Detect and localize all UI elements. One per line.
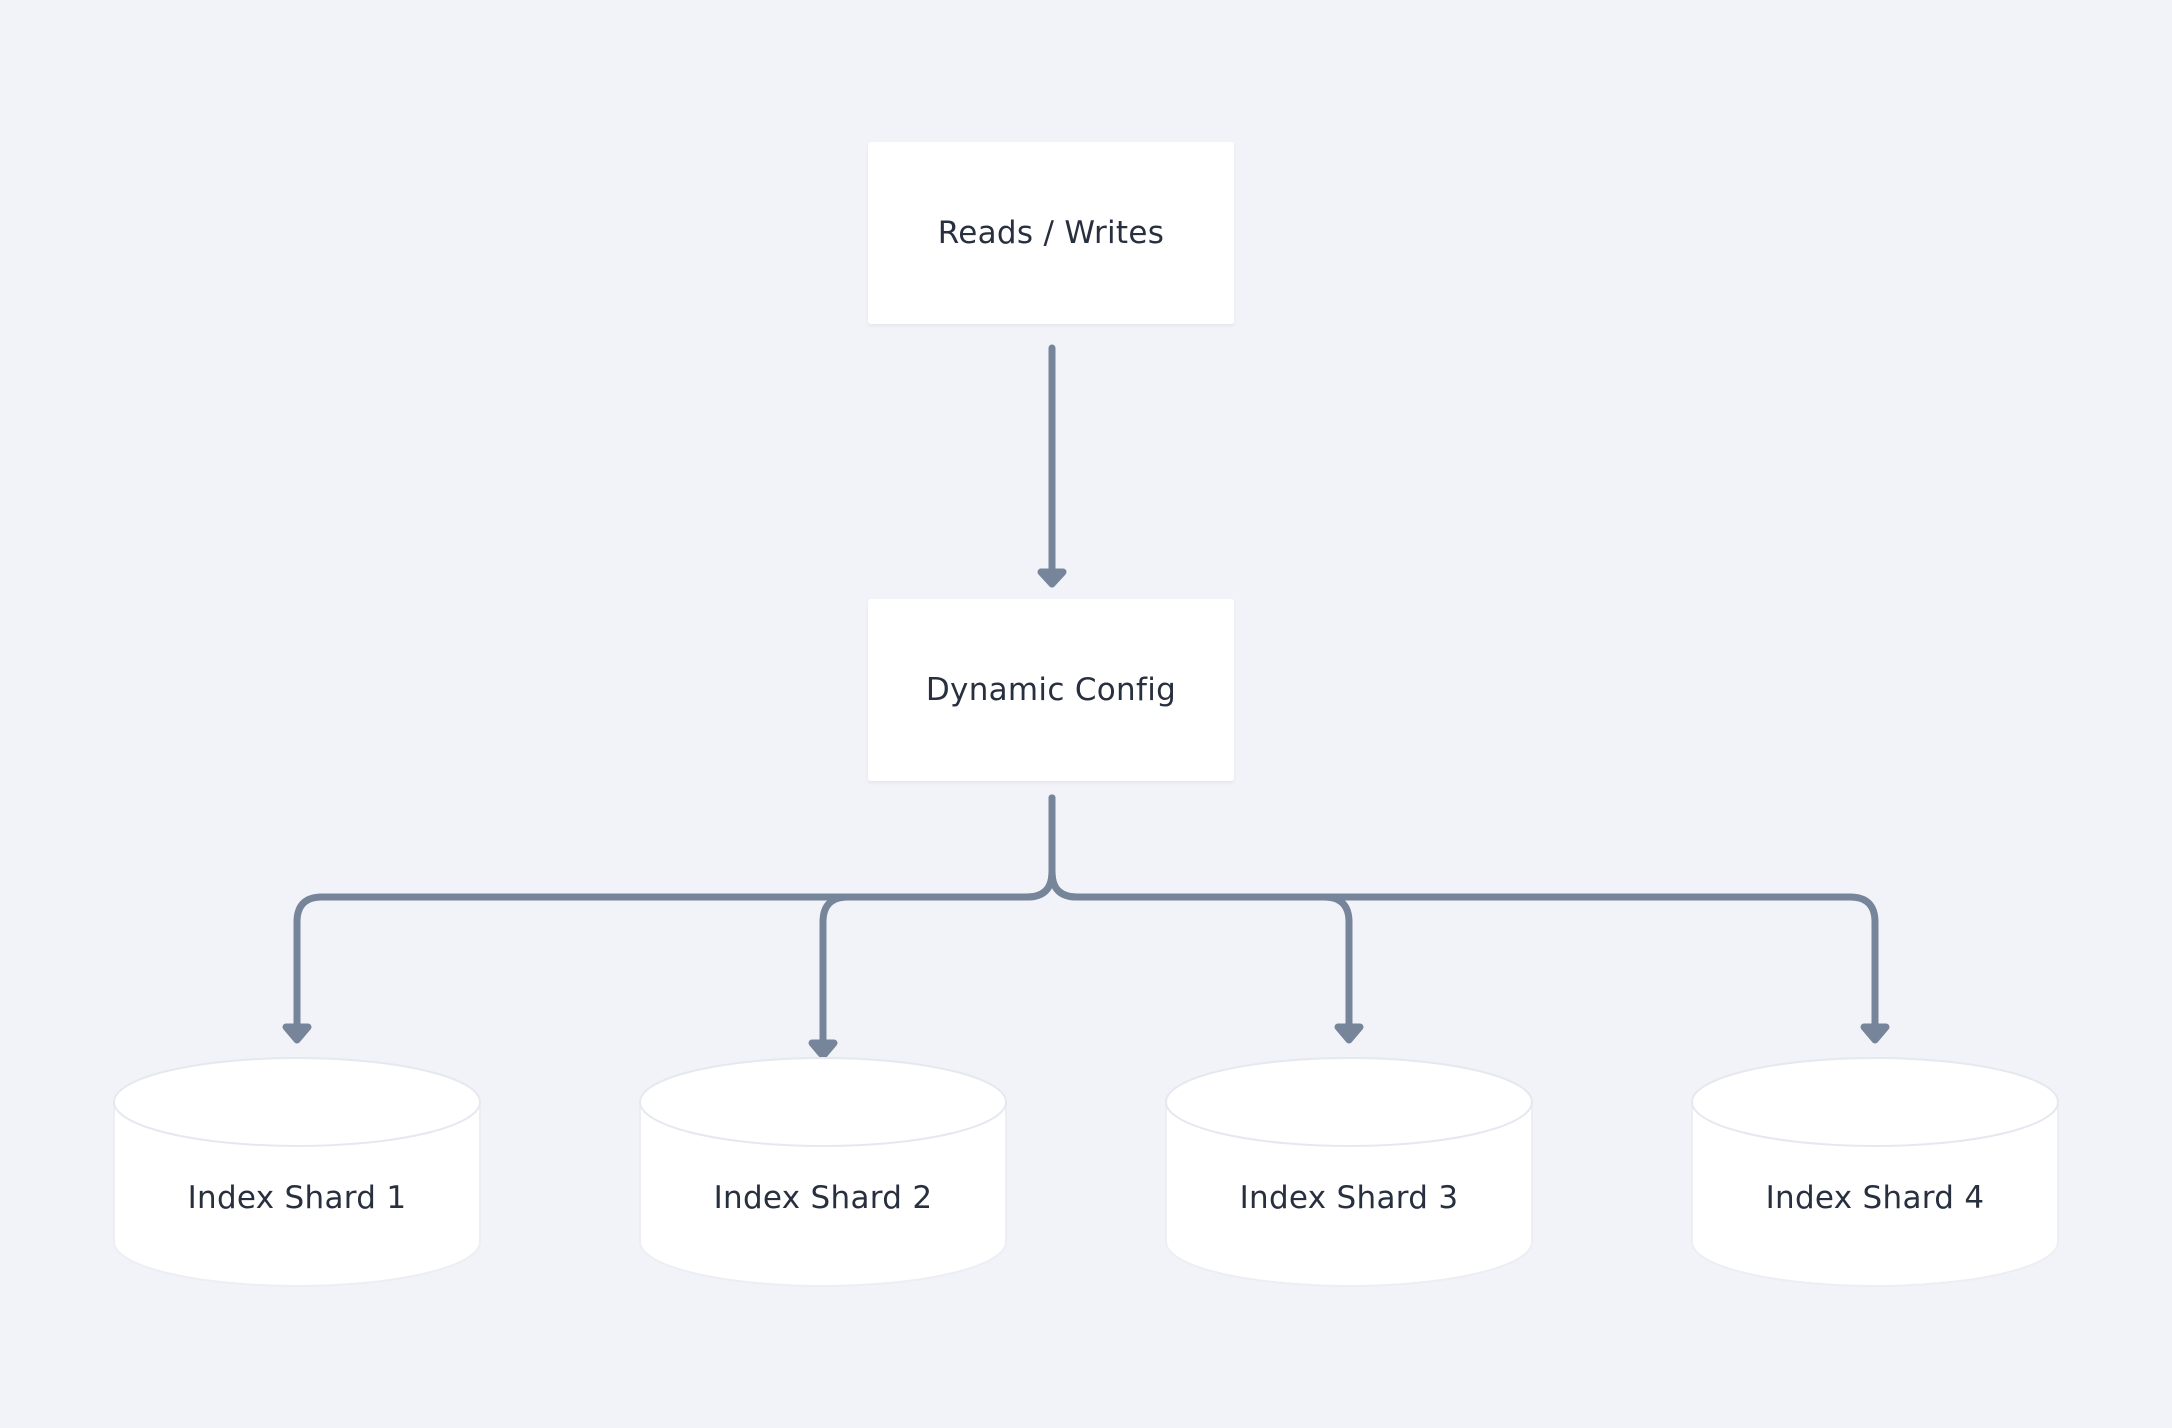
database-cylinder-icon	[1165, 1057, 1533, 1287]
node-index-shard-1-label: Index Shard 1	[187, 1180, 407, 1216]
database-cylinder-icon	[639, 1057, 1007, 1287]
node-reads-writes-label: Reads / Writes	[937, 215, 1165, 251]
edge-dynamic-config-to-shard-3	[1048, 794, 1353, 1032]
database-cylinder-icon	[113, 1057, 481, 1287]
edge-dynamic-config-to-shard-1	[293, 794, 1056, 1032]
node-index-shard-2-label: Index Shard 2	[713, 1180, 933, 1216]
node-index-shard-3-label: Index Shard 3	[1239, 1180, 1459, 1216]
node-index-shard-2: Index Shard 2	[638, 1056, 1008, 1288]
node-index-shard-4: Index Shard 4	[1690, 1056, 2060, 1288]
node-index-shard-1: Index Shard 1	[112, 1056, 482, 1288]
database-cylinder-icon	[1691, 1057, 2059, 1287]
node-reads-writes: Reads / Writes	[868, 142, 1234, 324]
node-index-shard-4-label: Index Shard 4	[1765, 1180, 1985, 1216]
node-dynamic-config: Dynamic Config	[868, 599, 1234, 781]
edge-arrow-dynamic-config	[1037, 568, 1067, 588]
edge-arrow-shard-1	[282, 1023, 312, 1044]
node-dynamic-config-label: Dynamic Config	[925, 672, 1177, 708]
node-index-shard-3: Index Shard 3	[1164, 1056, 1534, 1288]
edge-dynamic-config-to-shard-4	[1048, 794, 1879, 1032]
edge-arrow-shard-2	[808, 1039, 838, 1060]
edge-arrow-shard-4	[1860, 1023, 1890, 1044]
edge-dynamic-config-to-shard-2	[819, 794, 1056, 1048]
edge-arrow-shard-3	[1334, 1023, 1364, 1044]
